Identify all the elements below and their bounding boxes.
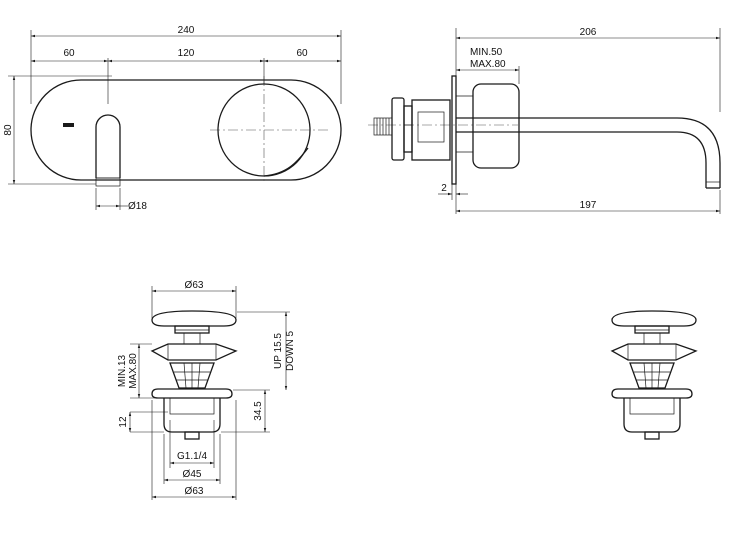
dim-cap-diameter: Ø63 — [185, 280, 204, 291]
dim-body-diameter: Ø45 — [183, 469, 202, 480]
front-view: 240 60 120 60 80 Ø18 — [3, 25, 342, 212]
dim-bottom-diameter: Ø63 — [185, 486, 204, 497]
dim-body-height: 34.5 — [253, 401, 264, 421]
drain-cap — [150, 310, 238, 361]
spout-front — [95, 114, 121, 187]
drain-body — [151, 388, 233, 440]
wall-plate-side — [451, 75, 457, 185]
spout-side — [456, 117, 721, 189]
dim-spout-diameter: Ø18 — [128, 201, 147, 212]
dim-projection: 197 — [580, 200, 597, 211]
dim-plate-thickness: 2 — [441, 183, 447, 194]
drain-stem — [169, 362, 215, 389]
drain-view: Ø63 MIN.13 MAX.80 UP 15.5 DOWN 5 34.5 12… — [117, 280, 296, 500]
dim-total-width: 240 — [178, 25, 195, 36]
dim-down: DOWN 5 — [285, 331, 296, 371]
dim-depth-max: MAX.80 — [470, 59, 506, 70]
dim-min: MIN.13 — [117, 354, 128, 387]
dim-thread: G1.1/4 — [177, 451, 207, 462]
drain-view-plain — [610, 310, 698, 440]
dim-up: UP 15.5 — [273, 333, 284, 369]
dim-total-length: 206 — [580, 27, 597, 38]
dim-depth-min: MIN.50 — [470, 47, 503, 58]
valve-body — [391, 97, 451, 161]
handle-side — [456, 83, 520, 169]
dim-middle: 120 — [178, 48, 195, 59]
side-view: 206 MIN.50 MAX.80 2 197 — [368, 27, 721, 214]
dim-right: 60 — [296, 48, 308, 59]
wall-plate — [30, 79, 342, 181]
dim-left: 60 — [63, 48, 75, 59]
connector-thread — [373, 117, 393, 136]
dim-max: MAX.80 — [128, 353, 139, 389]
dim-height: 80 — [3, 124, 14, 136]
dim-thread-length: 12 — [118, 416, 129, 428]
brand-logo — [63, 123, 74, 127]
